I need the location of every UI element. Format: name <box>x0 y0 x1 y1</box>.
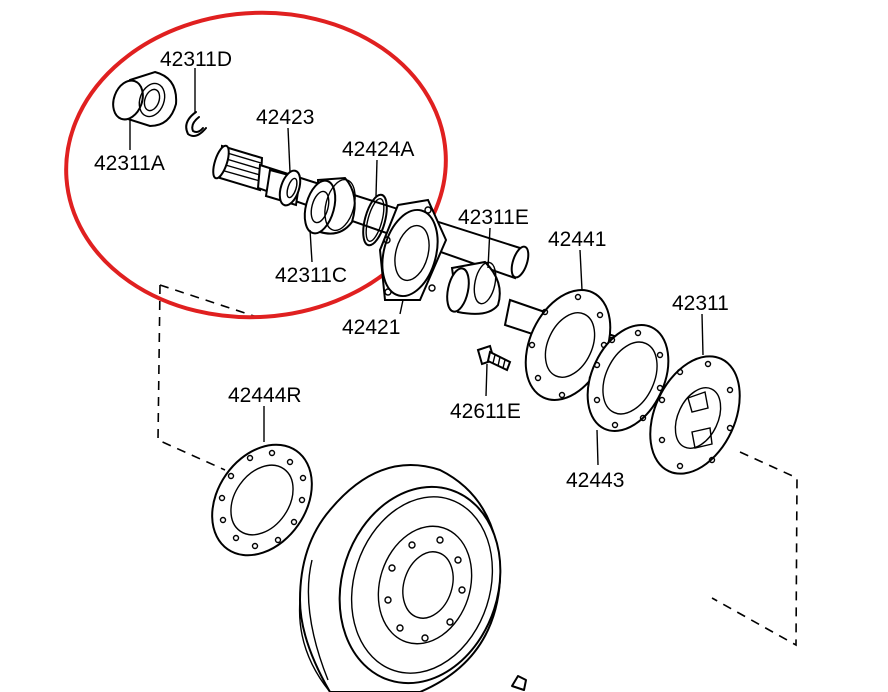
label-42611E: 42611E <box>450 400 521 423</box>
label-42311A: 42311A <box>94 152 165 175</box>
part-hub-42311 <box>649 355 741 475</box>
bolt-holes-42443 <box>593 329 664 429</box>
part-o-ring-42424A <box>362 193 388 247</box>
label-42311C: 42311C <box>275 264 347 287</box>
part-bearing-race-42311A <box>112 70 178 128</box>
highlight-ellipse <box>64 10 448 320</box>
part-labels: 42311D 42311A 42423 42424A 42311C 42421 … <box>94 48 729 492</box>
part-ring-plate-42444R <box>211 443 313 557</box>
part-bearing-42311E <box>446 260 501 315</box>
label-42424A: 42424A <box>342 138 414 161</box>
part-collar-42423 <box>278 169 302 207</box>
label-42423: 42423 <box>256 106 314 129</box>
bolt-holes-42311 <box>658 360 734 470</box>
bolt-holes-drum <box>384 536 466 642</box>
part-bolt-42611E <box>476 344 512 372</box>
part-retainer-42421 <box>378 198 448 301</box>
part-bearing-42311C <box>303 176 356 235</box>
label-42441: 42441 <box>548 228 606 251</box>
label-42443: 42443 <box>566 469 624 492</box>
label-42311E: 42311E <box>458 206 529 229</box>
label-42444R: 42444R <box>228 384 302 407</box>
part-snap-ring-42311D <box>185 111 207 137</box>
label-42311: 42311 <box>672 292 729 315</box>
assembly-boundary-dashed <box>157 284 798 647</box>
leader-lines <box>129 68 704 466</box>
label-42311D: 42311D <box>160 48 232 71</box>
small-clip <box>511 675 527 691</box>
brake-drum <box>298 464 502 692</box>
bolt-holes-42444R <box>218 449 307 550</box>
label-42421: 42421 <box>342 316 400 339</box>
